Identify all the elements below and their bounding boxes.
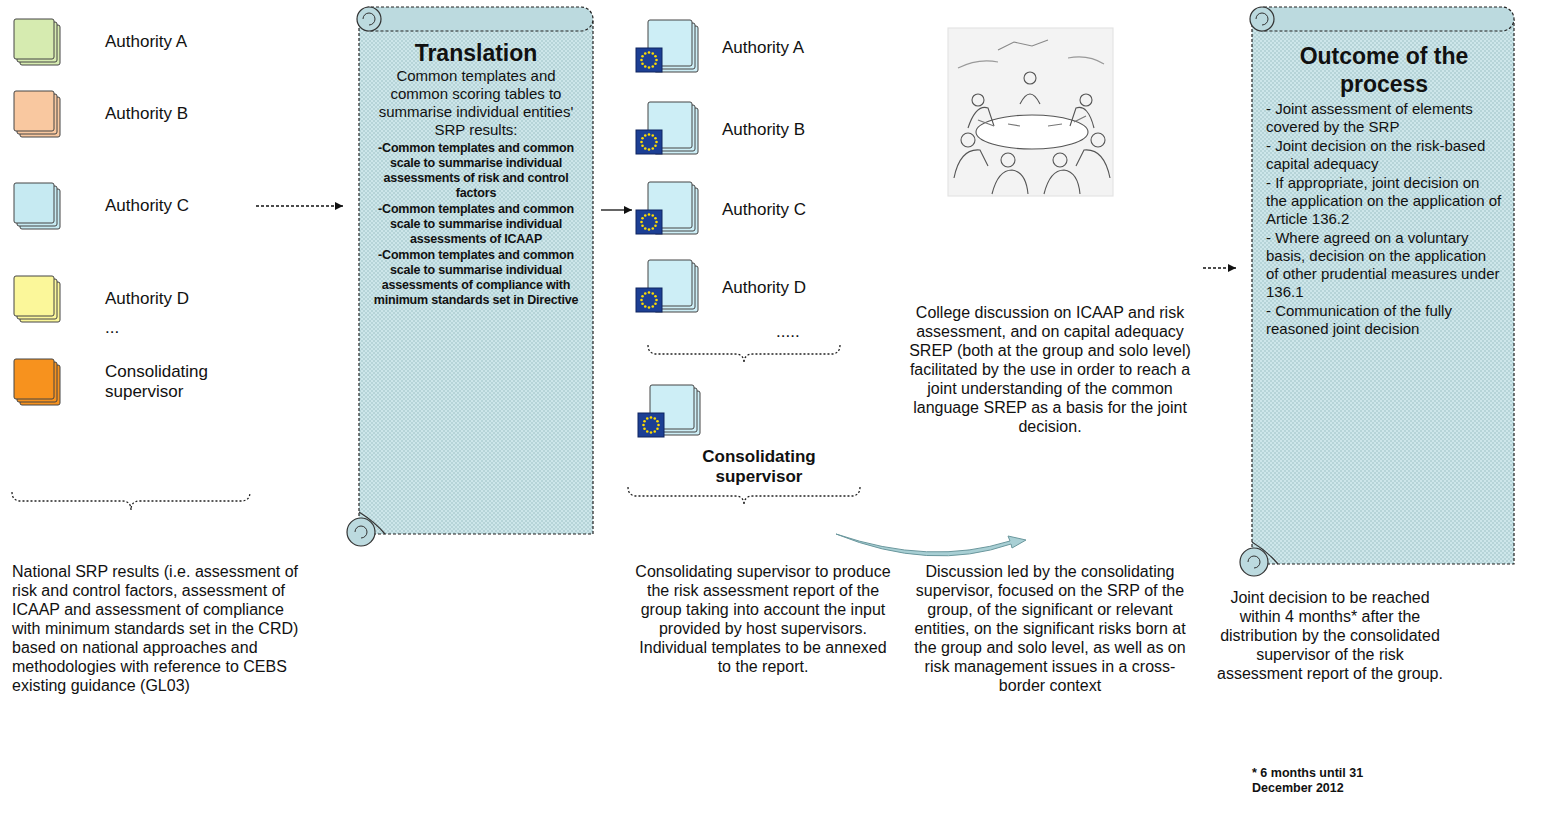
connector-arrow — [601, 209, 632, 210]
authority-icon: Authority B — [12, 88, 252, 140]
node-label: Authority B — [105, 104, 188, 124]
brace — [12, 492, 250, 510]
scroll-text: - Where agreed on a voluntary basis, dec… — [1266, 229, 1502, 301]
connector-arrow — [256, 205, 343, 206]
translation-scroll: TranslationCommon templates and common s… — [345, 4, 597, 552]
authority-icon: Authority C — [12, 180, 252, 232]
authority-icon: Authority A — [12, 16, 252, 68]
meeting-illustration — [948, 28, 1113, 196]
node-label: Authority D — [105, 289, 189, 309]
scroll-text: Common templates and common scoring tabl… — [371, 67, 581, 139]
eu-authority-icon: Authority C — [634, 180, 854, 240]
consolidating-supervisor-icon: Consolidating supervisor — [12, 355, 252, 409]
ellipsis: ... — [105, 318, 165, 337]
eu-authority-icon: Authority B — [634, 100, 854, 160]
note-text: Consolidating supervisor to produce the … — [632, 562, 894, 676]
note-text: Discussion led by the consolidating supe… — [902, 562, 1198, 695]
scroll-text: - If appropriate, joint decision on the … — [1266, 174, 1502, 228]
scroll-text: -Common templates and common scale to su… — [371, 141, 581, 201]
dotted-arrow — [1203, 267, 1236, 268]
node-label: Authority D — [722, 278, 806, 298]
ribbon-arrow — [836, 534, 1026, 556]
eu-authority-icon: Authority D — [634, 258, 854, 318]
scroll-text: -Common templates and common scale to su… — [371, 202, 581, 247]
brace — [628, 487, 860, 505]
node-label: Authority C — [722, 200, 806, 220]
node-label: Authority A — [105, 32, 187, 52]
node-label: Authority C — [105, 196, 189, 216]
note-text: Joint decision to be reached within 4 mo… — [1212, 588, 1448, 683]
footnote: * 6 months until 31 December 2012 — [1252, 766, 1382, 796]
scroll-heading: Outcome of the process — [1266, 42, 1502, 98]
note-text: College discussion on ICAAP and risk ass… — [902, 303, 1198, 436]
brace — [648, 345, 840, 363]
outcome-scroll: Outcome of the process- Joint assessment… — [1238, 4, 1518, 582]
scroll-heading: Translation — [371, 40, 581, 66]
ellipsis: ..... — [776, 322, 836, 341]
node-label: Authority A — [722, 38, 804, 58]
scroll-text: -Common templates and common scale to su… — [371, 248, 581, 308]
node-label: Consolidating supervisor — [658, 447, 860, 487]
scroll-text: - Joint decision on the risk-based capit… — [1266, 137, 1502, 173]
scroll-text: - Communication of the fully reasoned jo… — [1266, 302, 1502, 338]
node-label: Authority B — [722, 120, 805, 140]
eu-consolidating-supervisor-icon: Consolidating supervisor — [628, 383, 860, 487]
eu-authority-icon: Authority A — [634, 18, 854, 78]
note-text: National SRP results (i.e. assessment of… — [12, 562, 310, 695]
scroll-text: - Joint assessment of elements covered b… — [1266, 100, 1502, 136]
node-label: Consolidating supervisor — [105, 362, 250, 402]
authority-icon: Authority D — [12, 275, 252, 323]
